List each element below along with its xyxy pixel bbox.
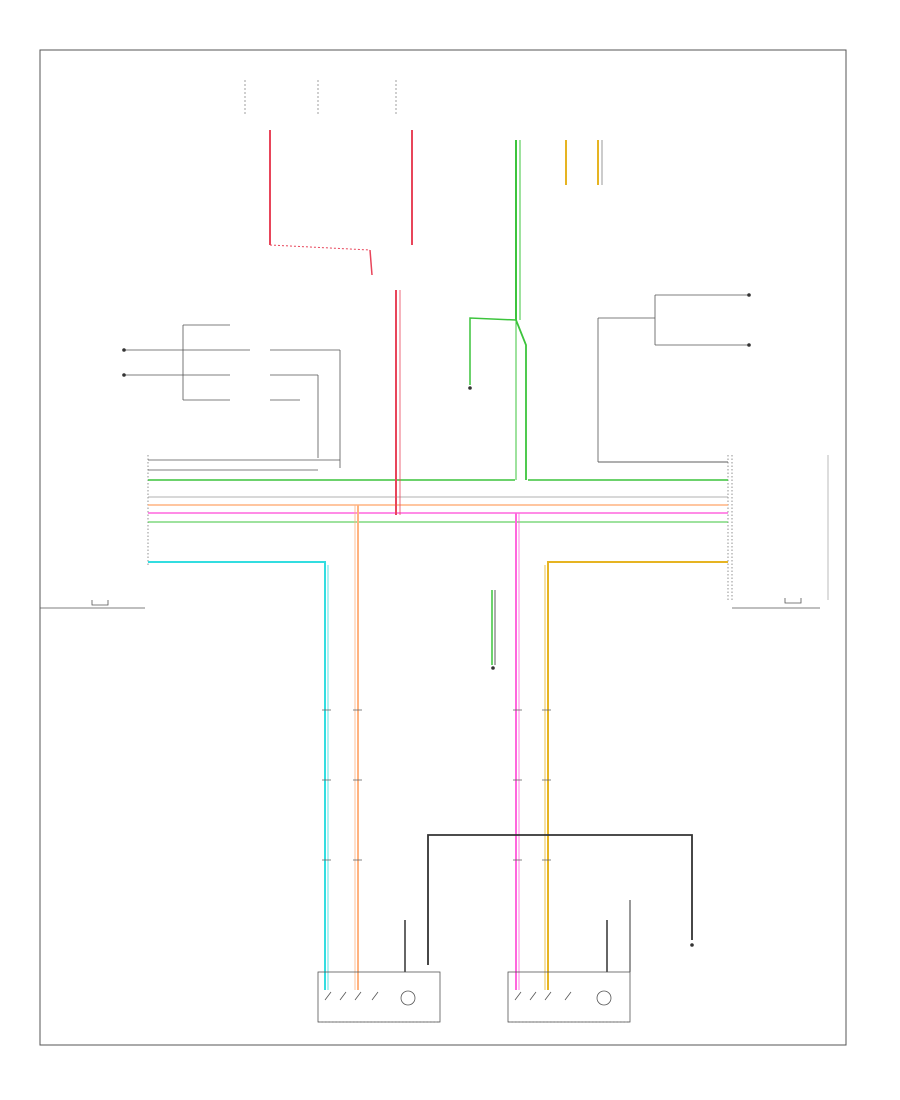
black-ground-bus — [427, 834, 693, 965]
driver-window-switch — [317, 971, 441, 1023]
yellow-wire — [547, 561, 728, 990]
ground-symbol-left-branch — [468, 386, 472, 390]
right-module-connector — [727, 455, 829, 609]
splice-markers — [322, 709, 551, 861]
fuse-block-left — [244, 80, 397, 115]
right-switch-group — [597, 293, 751, 463]
green-wire-branch — [469, 317, 517, 385]
left-switch-group — [122, 324, 341, 468]
left-module-connector — [40, 455, 149, 609]
ground-symbol-center — [491, 666, 495, 670]
cyan-wire — [148, 561, 326, 990]
ground-symbol — [690, 943, 694, 947]
diagram-frame — [39, 49, 847, 1046]
passenger-window-switch — [507, 971, 631, 1023]
red-wire-fuse-left — [269, 130, 373, 276]
green-wire-down — [515, 319, 527, 480]
